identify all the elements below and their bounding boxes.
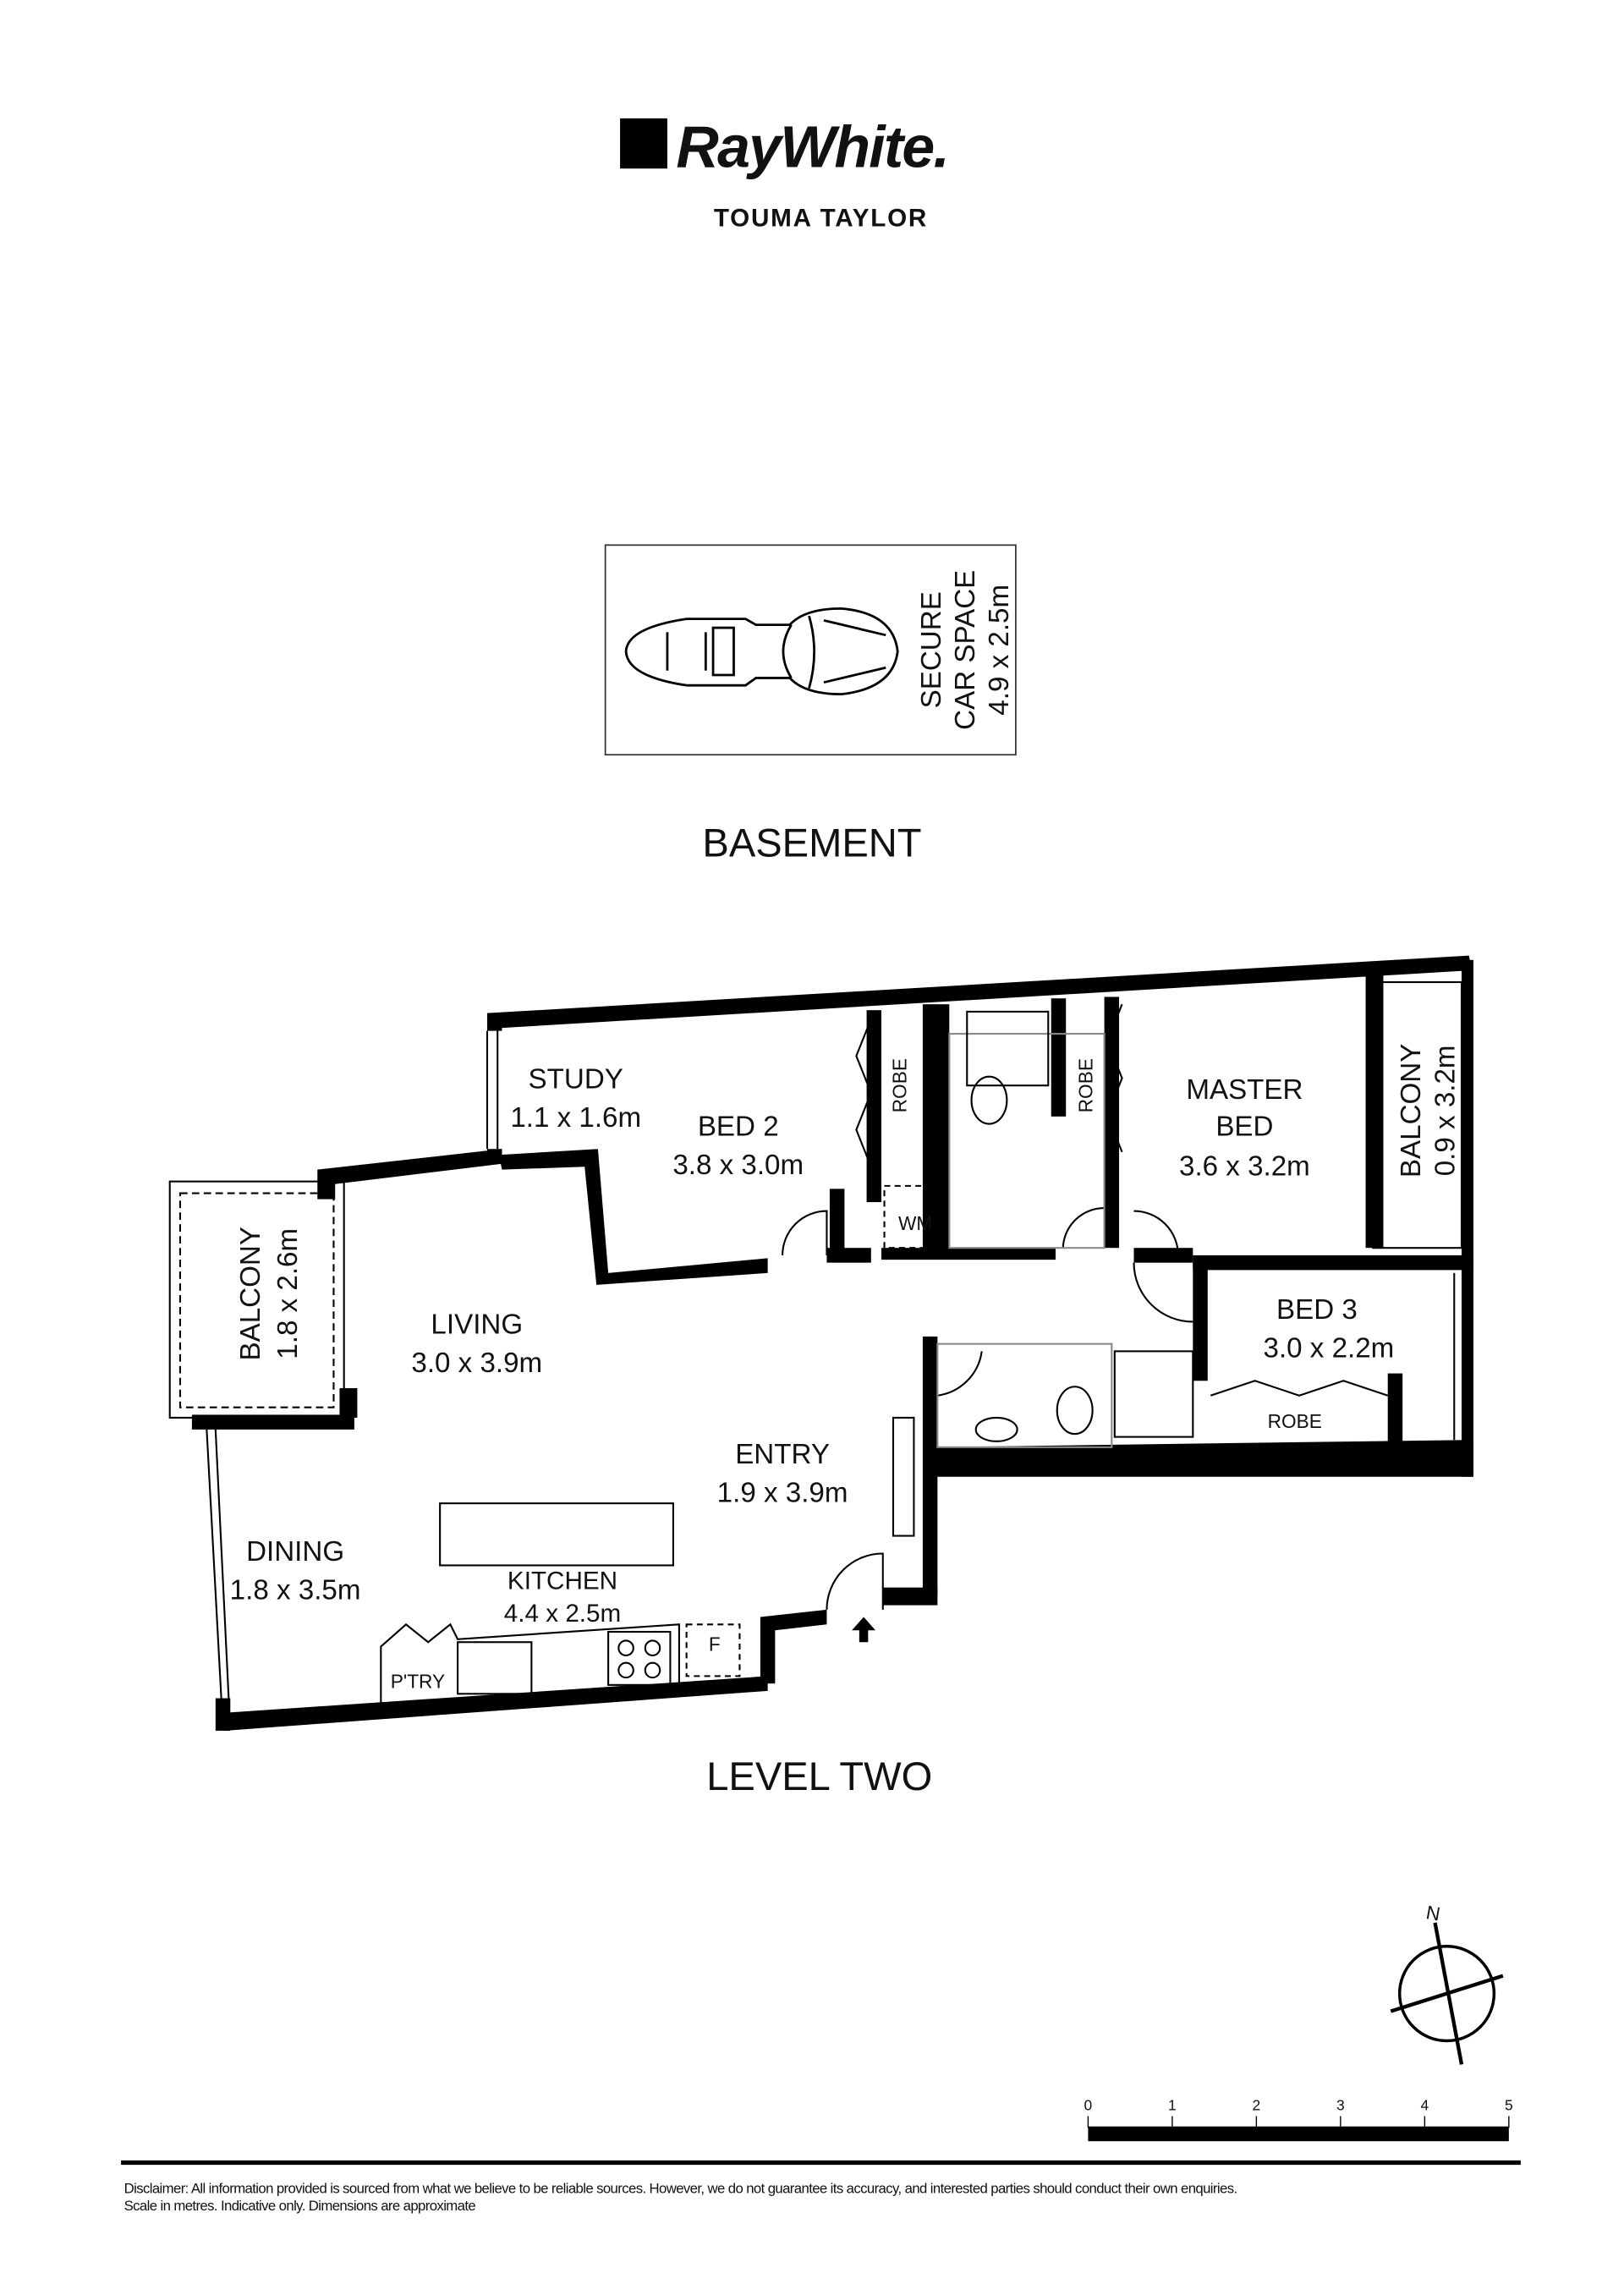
robe-master: ROBE	[1075, 1058, 1097, 1112]
scale-bar: 0 1 2 3 4 5	[1084, 2097, 1513, 2142]
scale-tick-label: 1	[1168, 2097, 1177, 2114]
living-dims: 3.0 x 3.9m	[411, 1348, 542, 1379]
scale-tick-label: 2	[1253, 2097, 1261, 2114]
dining-name: DINING	[246, 1536, 344, 1568]
logo-square-icon	[620, 118, 667, 169]
car-space-label-2: CAR SPACE	[950, 570, 981, 730]
bed3-dims: 3.0 x 2.2m	[1264, 1332, 1395, 1364]
car-space: SECURE CAR SPACE 4.9 x 2.5m	[604, 544, 1017, 756]
entry-dims: 1.9 x 3.9m	[717, 1477, 848, 1508]
logo-text: RayWhite.	[676, 114, 948, 180]
fridge-label: F	[709, 1633, 721, 1655]
wm-label: WM	[898, 1212, 932, 1234]
balcony-living-name: BALCONY	[235, 1227, 266, 1360]
scale-tick-label: 4	[1421, 2097, 1429, 2114]
entry-arrow-icon	[852, 1617, 876, 1643]
disclaimer-line-2: Scale in metres. Indicative only. Dimens…	[124, 2198, 476, 2214]
disclaimer-line-1: Disclaimer: All information provided is …	[124, 2180, 1237, 2196]
living-name: LIVING	[431, 1309, 523, 1340]
robe-bed3: ROBE	[1268, 1410, 1322, 1432]
level-two-title: LEVEL TWO	[706, 1754, 932, 1798]
master-dims: 3.6 x 3.2m	[1179, 1151, 1310, 1183]
car-space-label-1: SECURE	[916, 591, 947, 708]
compass-north-label: N	[1424, 1901, 1442, 1924]
car-space-dims: 4.9 x 2.5m	[984, 585, 1015, 716]
compass-icon: N	[1390, 1901, 1504, 2065]
study-name: STUDY	[529, 1064, 623, 1095]
master-name-2: BED	[1215, 1112, 1273, 1143]
scale-tick-label: 5	[1505, 2097, 1513, 2114]
ray-white-logo: RayWhite.	[620, 114, 950, 180]
robe-bed2: ROBE	[889, 1058, 911, 1112]
pantry-label: P'TRY	[391, 1670, 445, 1692]
entry-name: ENTRY	[735, 1439, 830, 1470]
balcony-master-name: BALCONY	[1396, 1044, 1427, 1178]
kitchen-dims: 4.4 x 2.5m	[504, 1600, 621, 1628]
kitchen-name: KITCHEN	[508, 1567, 617, 1595]
balcony-master-dims: 0.9 x 3.2m	[1429, 1045, 1461, 1176]
scale-tick-label: 0	[1084, 2097, 1093, 2114]
study-dims: 1.1 x 1.6m	[510, 1102, 641, 1134]
bed2-name: BED 2	[698, 1112, 779, 1143]
balcony-living-dims: 1.8 x 2.6m	[272, 1228, 304, 1359]
master-name-1: MASTER	[1186, 1074, 1303, 1106]
scale-tick-label: 3	[1336, 2097, 1345, 2114]
bed2-dims: 3.8 x 3.0m	[672, 1150, 804, 1181]
car-icon	[624, 607, 899, 696]
basement-title: BASEMENT	[702, 821, 921, 865]
footer-divider	[121, 2160, 1521, 2166]
level-two-plan	[168, 955, 1473, 1731]
dining-dims: 1.8 x 3.5m	[230, 1575, 361, 1606]
bed3-name: BED 3	[1276, 1294, 1358, 1326]
office-name: TOUMA TAYLOR	[714, 204, 928, 232]
